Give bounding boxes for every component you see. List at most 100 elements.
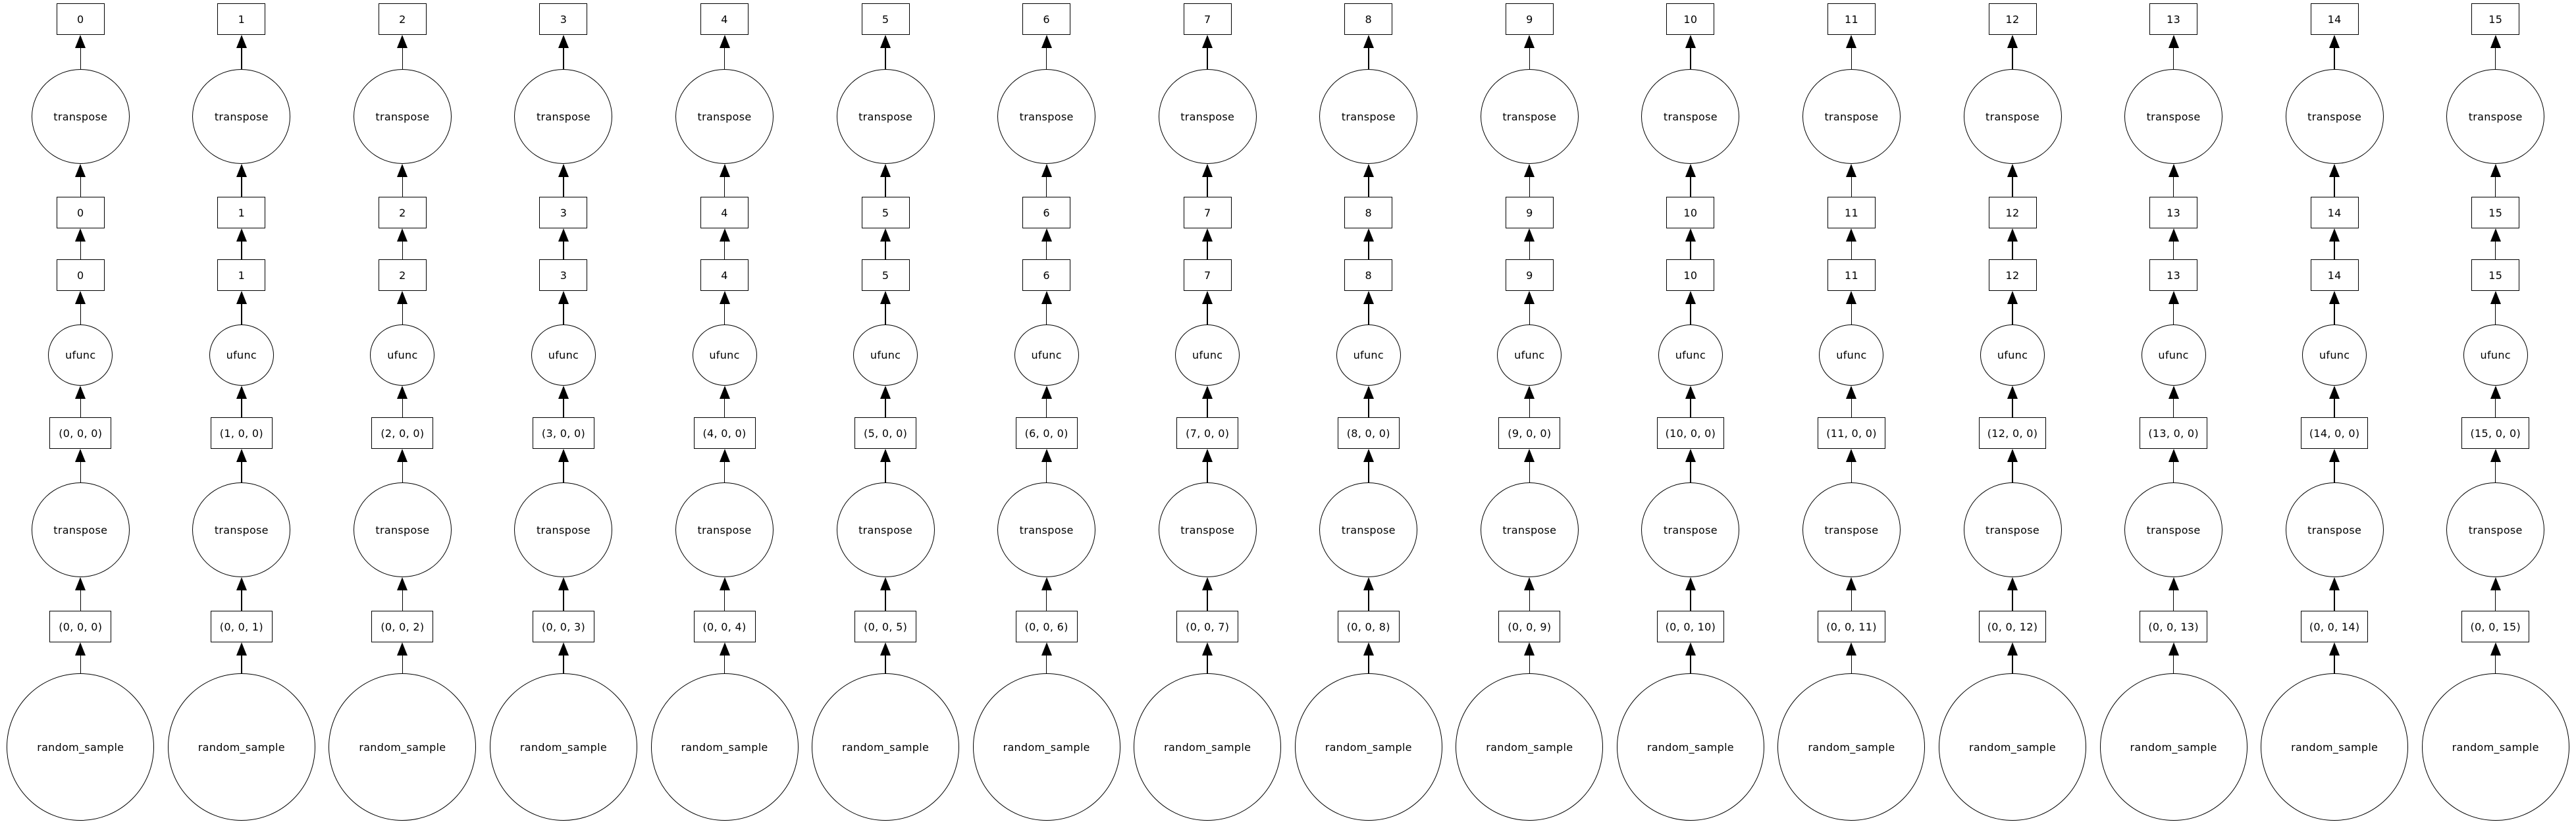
node-label: 9 xyxy=(1526,13,1533,26)
edge-line xyxy=(885,242,886,259)
node-label: transpose xyxy=(536,523,591,536)
edge-arrow-up xyxy=(1041,577,1052,611)
node-random_sample: random_sample xyxy=(329,673,477,821)
arrowhead-up-icon xyxy=(1524,35,1535,48)
node-13: 13 xyxy=(2149,197,2198,228)
edge-arrow-up xyxy=(2007,291,2018,324)
node-random_sample: random_sample xyxy=(489,673,637,821)
node-label: ufunc xyxy=(226,349,257,361)
edge-arrow-up xyxy=(236,642,247,673)
node-label: 11 xyxy=(1844,206,1858,219)
edge-line xyxy=(80,242,82,259)
node-label: (0, 0, 6) xyxy=(1024,620,1068,633)
edge-line xyxy=(1045,48,1047,69)
arrowhead-up-icon xyxy=(2168,642,2179,656)
edge-line xyxy=(563,304,564,324)
arrowhead-up-icon xyxy=(1846,291,1857,304)
edge-line xyxy=(2012,590,2013,611)
edge-arrow-up xyxy=(1846,35,1857,69)
edge-arrow-up xyxy=(558,291,569,324)
node-0-0-15: (0, 0, 15) xyxy=(2461,611,2529,642)
node-label: 12 xyxy=(2005,13,2020,26)
node-random_sample: random_sample xyxy=(1616,673,1764,821)
node-label: 10 xyxy=(1683,13,1698,26)
node-label: transpose xyxy=(1502,110,1557,123)
arrowhead-up-icon xyxy=(1846,642,1857,656)
arrowhead-up-icon xyxy=(2329,386,2340,399)
node-6-0-0: (6, 0, 0) xyxy=(1015,417,1078,449)
edge-arrow-up xyxy=(397,164,408,197)
node-7: 7 xyxy=(1183,259,1232,291)
edge-line xyxy=(241,656,242,673)
edge-arrow-up xyxy=(719,228,730,259)
edge-line xyxy=(402,399,404,417)
edge-line xyxy=(723,48,725,69)
node-0-0-2: (0, 0, 2) xyxy=(371,611,434,642)
node-random_sample: random_sample xyxy=(1294,673,1442,821)
arrowhead-up-icon xyxy=(2490,577,2501,590)
node-4: 4 xyxy=(700,259,749,291)
edge-line xyxy=(563,399,564,417)
edge-arrow-up xyxy=(2329,228,2340,259)
edge-arrow-up xyxy=(2168,228,2179,259)
arrowhead-up-icon xyxy=(75,35,86,48)
arrowhead-up-icon xyxy=(1363,642,1374,656)
node-label: (6, 0, 0) xyxy=(1024,426,1068,440)
node-label: random_sample xyxy=(37,740,124,754)
node-random_sample: random_sample xyxy=(1134,673,1282,821)
edge-arrow-up xyxy=(1363,164,1374,197)
node-label: 14 xyxy=(2327,13,2342,26)
node-1-0-0: (1, 0, 0) xyxy=(210,417,273,449)
edge-line xyxy=(241,242,242,259)
edge-arrow-up xyxy=(2168,164,2179,197)
node-label: (2, 0, 0) xyxy=(381,426,425,440)
arrowhead-up-icon xyxy=(1846,35,1857,48)
node-transpose: transpose xyxy=(836,482,935,577)
node-label: ufunc xyxy=(1031,349,1062,361)
arrowhead-up-icon xyxy=(1202,164,1213,177)
arrowhead-up-icon xyxy=(880,35,891,48)
node-1: 1 xyxy=(217,197,266,228)
edge-arrow-up xyxy=(1041,449,1052,482)
node-2: 2 xyxy=(378,197,427,228)
node-label: 11 xyxy=(1844,13,1858,26)
node-0-0-13: (0, 0, 13) xyxy=(2140,611,2207,642)
node-label: ufunc xyxy=(870,349,901,361)
node-transpose: transpose xyxy=(675,69,774,164)
arrowhead-up-icon xyxy=(75,164,86,177)
edge-arrow-up xyxy=(1846,642,1857,673)
edge-arrow-up xyxy=(2490,35,2501,69)
node-10: 10 xyxy=(1666,197,1715,228)
arrowhead-up-icon xyxy=(1363,449,1374,462)
arrowhead-up-icon xyxy=(1202,35,1213,48)
edge-line xyxy=(1690,177,1691,197)
edge-line xyxy=(80,48,82,69)
edge-line xyxy=(1529,177,1531,197)
edge-arrow-up xyxy=(2329,449,2340,482)
arrowhead-up-icon xyxy=(719,449,730,462)
edge-arrow-up xyxy=(1524,291,1535,324)
edge-arrow-up xyxy=(1846,577,1857,611)
node-label: 6 xyxy=(1043,269,1050,282)
arrowhead-up-icon xyxy=(397,164,408,177)
edge-line xyxy=(2494,462,2496,482)
node-ufunc: ufunc xyxy=(1014,324,1079,386)
node-label: (0, 0, 5) xyxy=(864,620,908,633)
arrowhead-up-icon xyxy=(719,577,730,590)
node-0-0-11: (0, 0, 11) xyxy=(1818,611,1885,642)
node-random_sample: random_sample xyxy=(2099,673,2247,821)
arrowhead-up-icon xyxy=(236,291,247,304)
edge-line xyxy=(1690,462,1691,482)
arrowhead-up-icon xyxy=(1041,291,1052,304)
edge-arrow-up xyxy=(1685,35,1696,69)
edge-line xyxy=(1368,590,1369,611)
node-transpose: transpose xyxy=(1641,482,1740,577)
edge-line xyxy=(2012,462,2013,482)
edge-arrow-up xyxy=(1363,228,1374,259)
edge-line xyxy=(885,48,886,69)
node-1: 1 xyxy=(217,259,266,291)
